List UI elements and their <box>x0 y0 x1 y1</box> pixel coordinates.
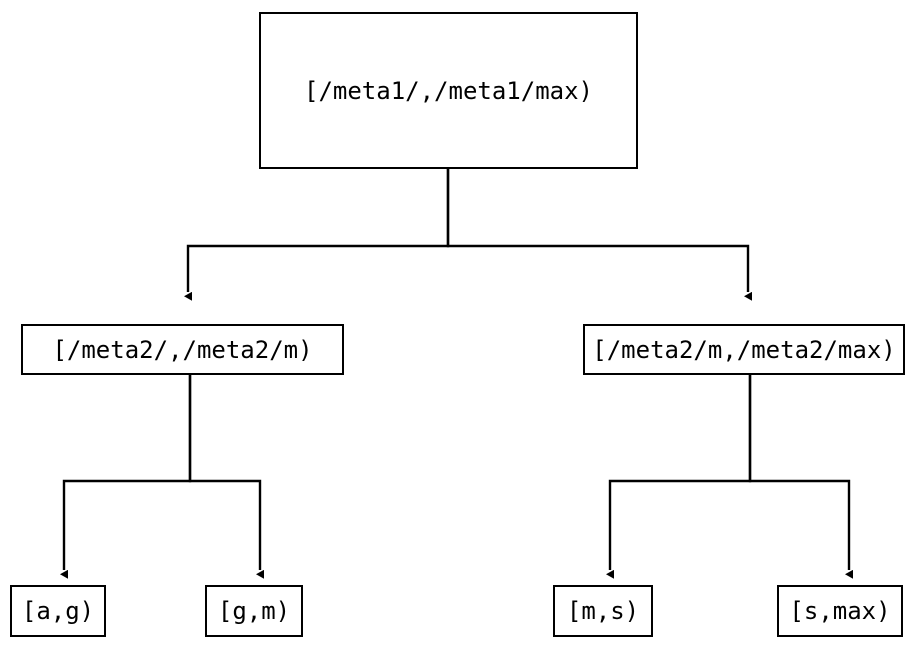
tree-node-leaf-ms-label: [m,s) <box>566 597 640 625</box>
tree-node-leaf-ag-label: [a,g) <box>21 597 95 625</box>
tree-node-leaf-smax-label: [s,max) <box>789 597 891 625</box>
edge-root-to-mid-left <box>184 169 450 301</box>
tree-node-mid-right[interactable]: [/meta2/m,/meta2/max) <box>583 324 905 375</box>
edge-mid-right-to-leaf-ms <box>606 375 752 579</box>
tree-node-root-label: [/meta1/,/meta1/max) <box>304 76 593 105</box>
edge-mid-right-to-leaf-smax <box>748 375 853 579</box>
tree-node-leaf-gm[interactable]: [g,m) <box>205 585 303 637</box>
tree-node-mid-left[interactable]: [/meta2/,/meta2/m) <box>21 324 344 375</box>
tree-node-root[interactable]: [/meta1/,/meta1/max) <box>259 12 638 169</box>
tree-node-mid-left-label: [/meta2/,/meta2/m) <box>52 335 313 364</box>
tree-node-leaf-ag[interactable]: [a,g) <box>10 585 106 637</box>
tree-node-mid-right-label: [/meta2/m,/meta2/max) <box>592 335 896 364</box>
tree-node-leaf-smax[interactable]: [s,max) <box>777 585 903 637</box>
edge-mid-left-to-leaf-gm <box>188 375 264 579</box>
tree-node-leaf-ms[interactable]: [m,s) <box>553 585 653 637</box>
tree-node-leaf-gm-label: [g,m) <box>217 597 291 625</box>
edge-mid-left-to-leaf-ag <box>60 375 192 579</box>
edge-root-to-mid-right <box>446 169 752 301</box>
